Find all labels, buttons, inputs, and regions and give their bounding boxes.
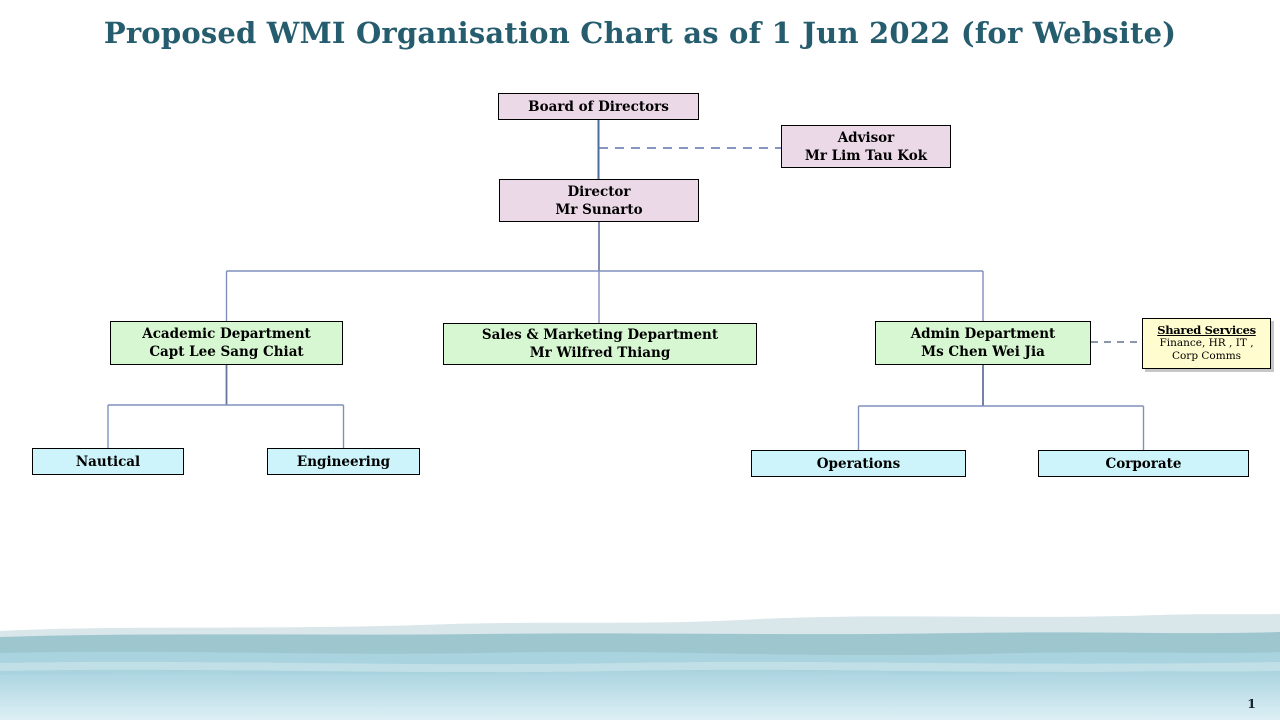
org-node-admin-department: Admin Department Ms Chen Wei Jia <box>875 321 1091 365</box>
org-node-engineering: Engineering <box>267 448 420 475</box>
node-title: Advisor <box>837 129 895 146</box>
node-title: Engineering <box>296 453 391 470</box>
page-title: Proposed WMI Organisation Chart as of 1 … <box>103 16 1177 50</box>
node-title: Board of Directors <box>528 98 669 115</box>
node-person: Capt Lee Sang Chiat <box>149 344 304 360</box>
node-person: Mr Lim Tau Kok <box>804 147 928 164</box>
node-person: Mr Sunarto <box>555 201 643 218</box>
node-title: Director <box>567 183 631 200</box>
node-title: Academic Department <box>142 326 311 342</box>
org-node-director: Director Mr Sunarto <box>499 179 699 222</box>
water-waves-graphic <box>0 614 1280 720</box>
page-number: 1 <box>1247 696 1256 711</box>
org-node-board-of-directors: Board of Directors <box>498 93 699 120</box>
org-node-sales-marketing-department: Sales & Marketing Department Mr Wilfred … <box>443 323 757 365</box>
node-person: Ms Chen Wei Jia <box>921 344 1045 360</box>
org-node-corporate: Corporate <box>1038 450 1249 477</box>
node-title: Shared Services <box>1157 323 1256 337</box>
node-title: Operations <box>816 455 901 472</box>
node-detail-line: Finance, HR , IT , <box>1159 337 1254 349</box>
node-title: Admin Department <box>910 326 1056 342</box>
org-node-shared-services: Shared Services Finance, HR , IT , Corp … <box>1142 318 1271 369</box>
node-detail-line: Corp Comms <box>1171 350 1242 362</box>
org-node-nautical: Nautical <box>32 448 184 475</box>
node-title: Nautical <box>75 453 141 470</box>
org-node-operations: Operations <box>751 450 966 477</box>
node-title: Corporate <box>1105 455 1182 472</box>
node-title: Sales & Marketing Department <box>481 327 719 343</box>
org-node-academic-department: Academic Department Capt Lee Sang Chiat <box>110 321 343 365</box>
node-person: Mr Wilfred Thiang <box>529 345 671 361</box>
org-node-advisor: Advisor Mr Lim Tau Kok <box>781 125 951 168</box>
